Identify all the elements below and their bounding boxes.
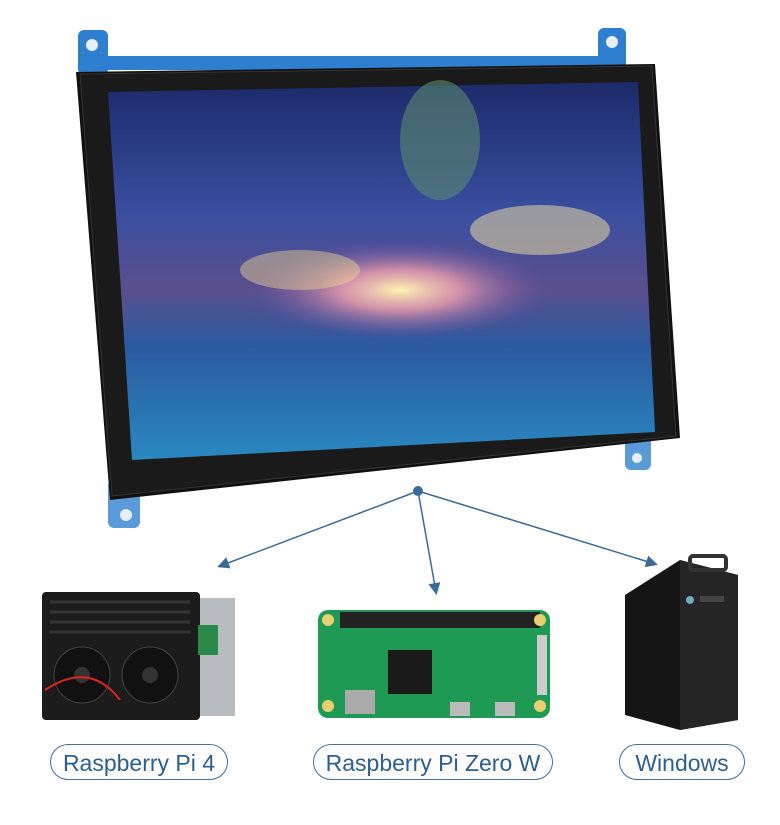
lcd-display [76,28,680,528]
connection-arrows [217,486,658,595]
raspberry-pi-zero-w-image [318,610,550,718]
label-windows: Windows [619,744,745,780]
label-raspberry-pi-4: Raspberry Pi 4 [50,744,228,780]
raspberry-pi-4-image [42,592,235,720]
label-raspberry-pi-zero-w: Raspberry Pi Zero W [313,744,553,780]
windows-pc-tower-image [625,554,738,730]
